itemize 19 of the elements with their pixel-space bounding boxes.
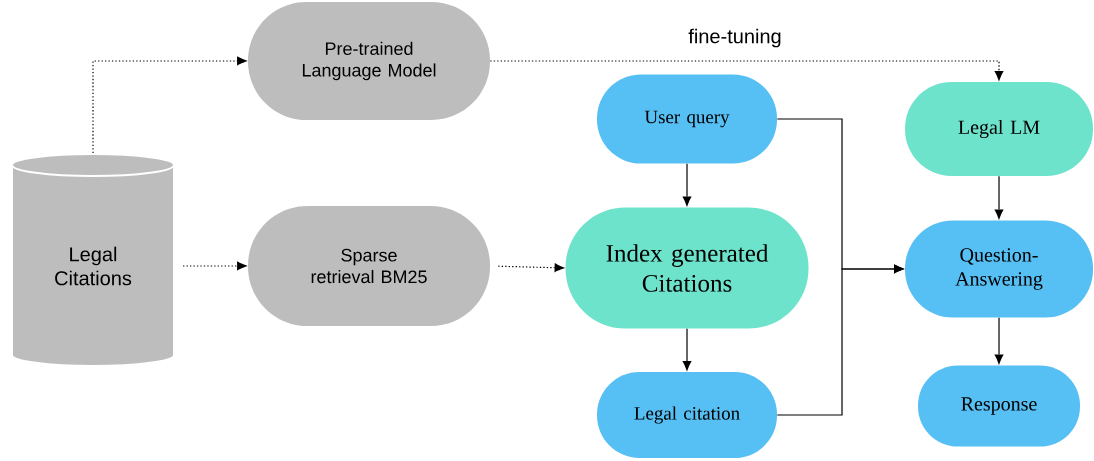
arrow [994,317,1004,366]
process-box: Question-Answering [905,220,1093,318]
arrow [92,56,248,154]
process-box: User query [597,74,777,164]
process-box: Response [918,365,1080,447]
arrow [497,263,566,273]
process-box: Sparse retrieval BM25 [248,206,490,326]
arrow [682,328,692,372]
arrow [682,163,692,208]
database-cylinder: Legal Citations [11,153,175,367]
process-box: Legal citation [597,372,777,458]
arrow [489,60,1004,82]
arrow [994,175,1004,221]
arrow [182,261,248,271]
process-box: Pre-trained Language Model [248,2,490,120]
arrow [776,264,905,416]
edge-label: fine-tuning [687,27,784,49]
process-box: Index generated Citations [565,207,809,329]
process-box: Legal LM [905,82,1093,176]
